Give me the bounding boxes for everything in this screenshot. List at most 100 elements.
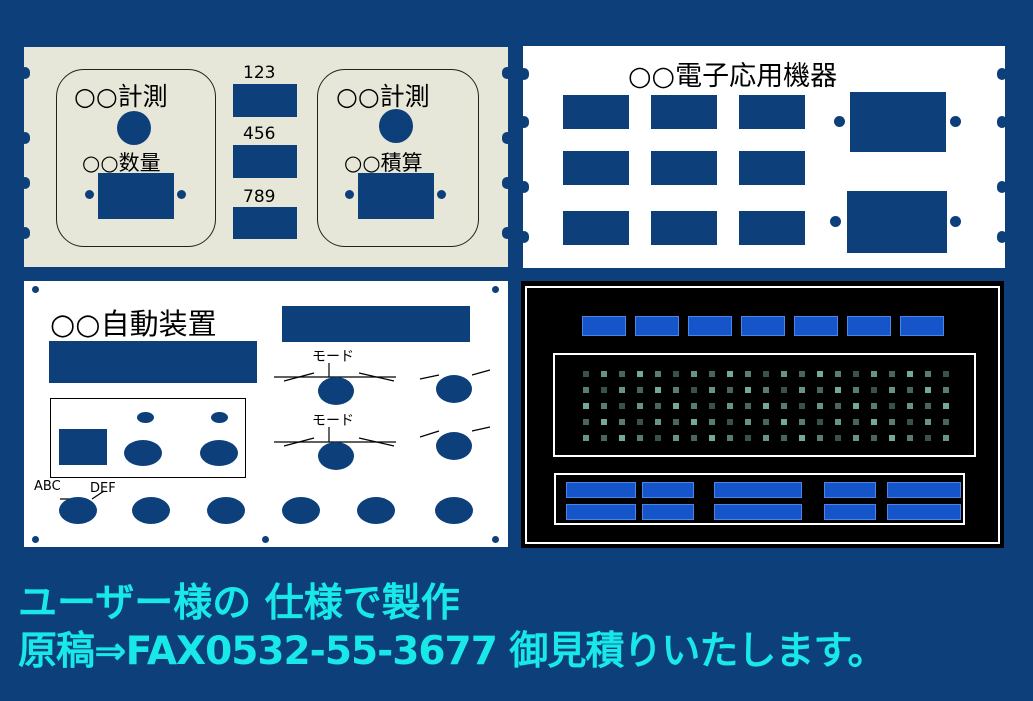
led-dot [727,435,733,441]
mount-tab [997,116,1007,128]
led-matrix-frame [553,353,976,457]
mode-label: モード [312,349,354,365]
selector-knob [436,432,472,460]
display-window [563,151,629,185]
led-dot [655,419,661,425]
screw-hole [950,216,961,227]
led-dot [745,387,751,393]
mount-tab [20,67,30,79]
key-button [824,504,876,520]
led-dot [745,371,751,377]
led-dot [853,371,859,377]
led-dot [799,419,805,425]
led-dot [817,435,823,441]
led-panel-sample [521,281,1004,548]
key-button [635,316,679,336]
panel2-title: ○○電子応用機器 [628,61,838,92]
lower-key-frame [554,473,965,525]
mount-tab [997,231,1007,243]
led-dot [709,387,715,393]
led-dot [673,387,679,393]
led-dot [619,403,625,409]
led-dot [655,403,661,409]
key-button [794,316,838,336]
led-dot [583,387,589,393]
led-dot [871,435,877,441]
electronics-panel-sample: ○○電子応用機器 [519,46,1007,268]
screw-hole [492,536,499,543]
label-789: 789 [243,187,276,207]
led-dot [691,419,697,425]
led-dot [925,371,931,377]
right-meter-knob [379,109,413,143]
led-dot [637,403,643,409]
led-dot [943,435,949,441]
led-dot [619,419,625,425]
led-dot [673,371,679,377]
key-button [887,482,961,498]
right-meter-display [358,173,434,219]
led-dot [583,403,589,409]
mount-tab [502,177,512,189]
display-window [739,211,805,245]
led-dot [763,419,769,425]
led-dot [637,387,643,393]
led-dot [781,371,787,377]
led-dot [727,387,733,393]
small-display [59,429,107,465]
led-dot [907,371,913,377]
led-dot [673,435,679,441]
led-dot [871,371,877,377]
led-dot [907,403,913,409]
mount-tab [20,132,30,144]
led-dot [583,435,589,441]
mount-tab [519,68,529,80]
mount-tab [519,116,529,128]
mount-tab [997,68,1007,80]
led-dot [709,403,715,409]
led-dot [799,371,805,377]
key-button [887,504,961,520]
selector-knob [436,375,472,403]
led-dot [655,435,661,441]
mount-tab [997,181,1007,193]
led-dot [763,371,769,377]
screw-hole [85,190,94,199]
led-dot [817,403,823,409]
screw-hole [262,536,269,543]
display-window [739,151,805,185]
indicator-lamp [137,412,154,423]
display-window [563,211,629,245]
push-button [59,497,97,524]
led-dot [601,435,607,441]
led-dot [781,403,787,409]
left-meter-knob [117,111,151,145]
display-789 [233,207,297,239]
led-dot [691,387,697,393]
key-button [714,482,802,498]
display-window [651,95,717,129]
screw-hole [32,286,39,293]
screw-hole [177,190,186,199]
display-window [739,95,805,129]
mode-label: モード [312,413,354,429]
led-dot [943,403,949,409]
push-button [207,497,245,524]
led-dot [925,403,931,409]
led-dot [853,419,859,425]
screw-hole [437,190,446,199]
mount-tab [502,67,512,79]
led-dot [835,435,841,441]
led-dot [745,435,751,441]
led-dot [583,371,589,377]
led-dot [835,419,841,425]
key-button [642,482,694,498]
screw-hole [32,536,39,543]
push-button [357,497,395,524]
mode-selector-knob [318,442,354,470]
led-dot [853,403,859,409]
mount-tab [20,227,30,239]
mode-selector-knob [318,377,354,405]
mount-tab [502,227,512,239]
led-dot [853,387,859,393]
